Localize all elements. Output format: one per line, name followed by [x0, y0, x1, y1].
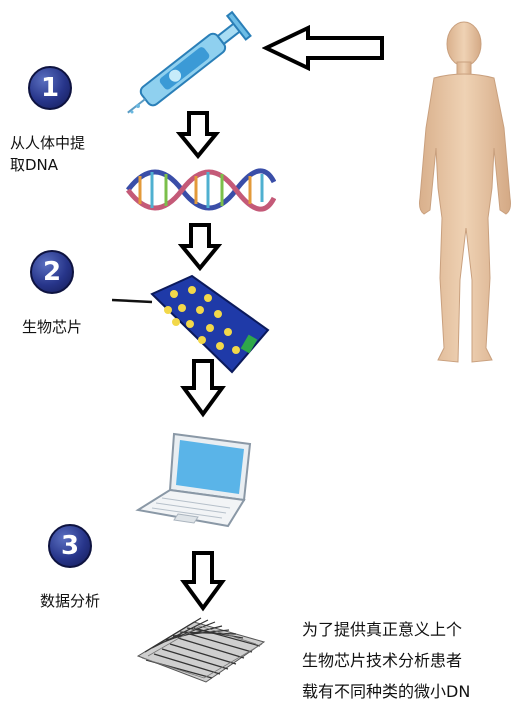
syringe-icon [124, 8, 258, 116]
step-1-label: 从人体中提 取DNA [10, 132, 85, 176]
arrow-down-icon [180, 550, 226, 612]
dna-helix-icon [126, 162, 276, 218]
laptop-icon [134, 430, 264, 530]
arrow-down-icon [180, 358, 226, 418]
description-line-2: 生物芯片技术分析患者 [302, 645, 513, 676]
step-3-badge: 3 [48, 524, 92, 568]
description-text: 为了提供真正意义上个 生物芯片技术分析患者 载有不同种类的微小DN [302, 614, 513, 701]
step-1-badge: 1 [28, 66, 72, 110]
human-body-icon [396, 18, 513, 368]
step-3-label: 数据分析 [40, 590, 100, 612]
description-line-1: 为了提供真正意义上个 [302, 614, 513, 645]
data-mesh-icon [134, 616, 268, 686]
arrow-down-icon [176, 110, 220, 160]
step-2-label: 生物芯片 [22, 316, 82, 338]
arrow-down-icon [178, 222, 222, 272]
step-1-label-line2: 取DNA [10, 154, 85, 176]
step-2-number: 2 [43, 257, 61, 287]
step-1-label-line1: 从人体中提 [10, 132, 85, 154]
arrow-left-icon [262, 24, 386, 72]
step-1-number: 1 [41, 73, 59, 103]
step-3-number: 3 [61, 531, 79, 561]
step-2-badge: 2 [30, 250, 74, 294]
description-line-3: 载有不同种类的微小DN [302, 676, 513, 701]
